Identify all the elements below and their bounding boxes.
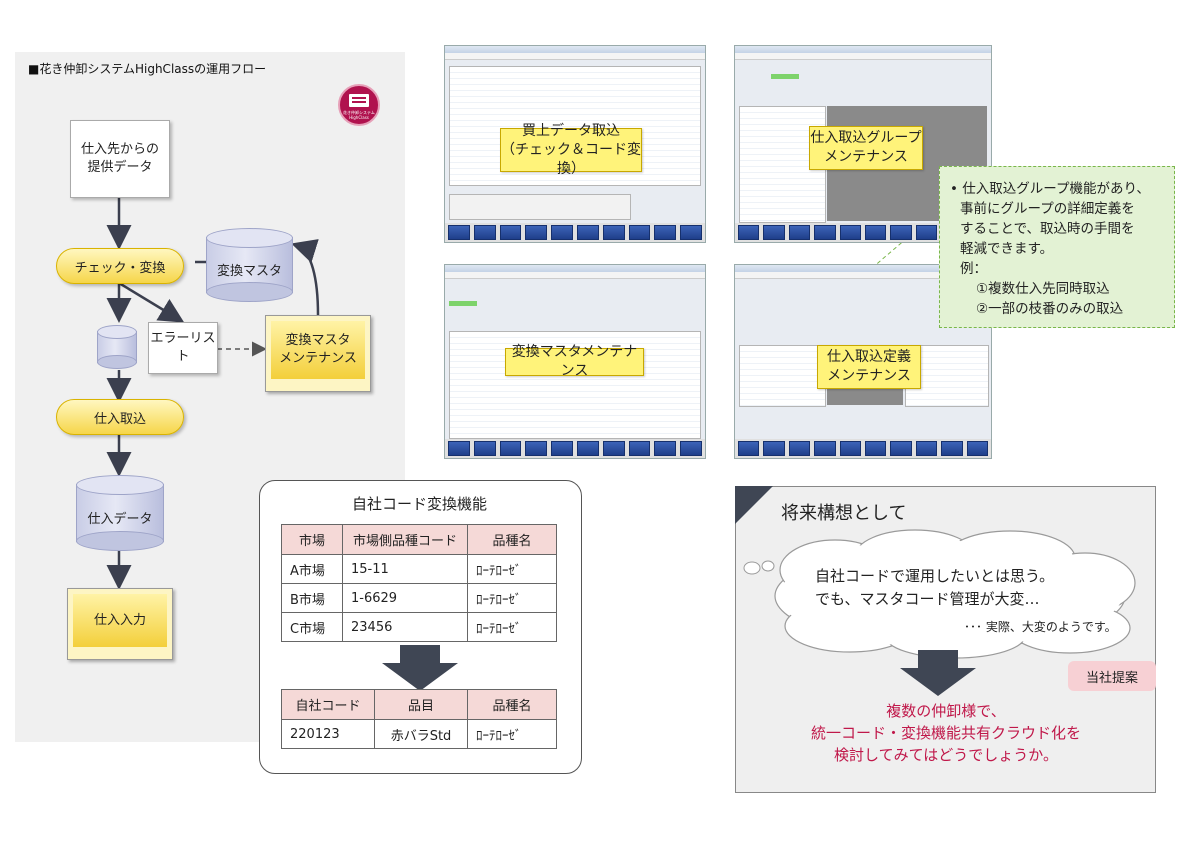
highclass-logo: 花き仲卸システム HighClass bbox=[338, 84, 380, 126]
note-line6: ①複数仕入先同時取込 bbox=[976, 281, 1110, 297]
conversion-master-label: 変換マスタ bbox=[216, 263, 282, 279]
note-line7: ②一部の枝番のみの取込 bbox=[976, 301, 1124, 317]
cell: C市場 bbox=[281, 612, 343, 642]
group-maint-line2: メンテナンス bbox=[824, 149, 908, 165]
table-row: A市場 15-11 ﾛｰﾃﾛｰｾﾞ bbox=[281, 554, 557, 584]
note-line4: 軽減できます。 bbox=[960, 241, 1054, 257]
note-line5: 例： bbox=[960, 261, 987, 277]
cell: ﾛｰﾃﾛｰｾﾞ bbox=[467, 612, 557, 642]
buy-import-callout: 買上データ取込 （チェック＆コード変換） bbox=[500, 123, 642, 177]
code-conversion-title: 自社コード変換機能 bbox=[351, 495, 487, 513]
proposal-line3: 検討してみてはどうでしょうか。 bbox=[834, 746, 1058, 764]
master-maint-line2: メンテナンス bbox=[279, 351, 357, 366]
note-line1: • 仕入取込グループ機能があり、 bbox=[950, 181, 1150, 197]
proposal-line1: 複数の仲卸様で、 bbox=[886, 702, 1006, 720]
market-code-table: 市場 市場側品種コード 品種名 A市場 15-11 ﾛｰﾃﾛｰｾﾞ B市場 1-… bbox=[281, 524, 557, 642]
header-market-code: 市場側品種コード bbox=[342, 524, 468, 555]
supplier-data-line2: 提供データ bbox=[87, 160, 153, 175]
check-convert-step: チェック・変換 bbox=[56, 248, 184, 284]
group-maint-callout: 仕入取込グループメンテナンス bbox=[809, 126, 923, 170]
flow-title: ■花き仲卸システムHighClassの運用フロー bbox=[28, 62, 267, 76]
cell: 15-11 bbox=[342, 554, 468, 584]
error-list-label: エラーリスト bbox=[150, 331, 216, 364]
small-db-icon bbox=[97, 325, 137, 369]
purchase-input-label: 仕入入力 bbox=[93, 612, 146, 628]
cell: 220123 bbox=[281, 719, 375, 749]
cloud-line1: 自社コードで運用したいとは思う。 bbox=[815, 567, 1055, 585]
cell: 23456 bbox=[342, 612, 468, 642]
master-maintenance-screen: 変換マスタメンテナンス bbox=[265, 315, 371, 392]
header-item: 品目 bbox=[374, 689, 468, 720]
cell: 赤バラStd bbox=[374, 719, 468, 749]
purchase-data-label: 仕入データ bbox=[87, 511, 153, 527]
purchase-data-db: 仕入データ bbox=[76, 475, 164, 551]
own-code-table: 自社コード 品目 品種名 220123 赤バラStd ﾛｰﾃﾛｰｾﾞ bbox=[281, 689, 557, 749]
down-arrow-icon bbox=[900, 650, 976, 696]
table-row: 220123 赤バラStd ﾛｰﾃﾛｰｾﾞ bbox=[281, 719, 557, 749]
down-arrow-icon bbox=[382, 645, 458, 691]
supplier-data-line1: 仕入先からの bbox=[80, 142, 159, 157]
buy-import-line2: （チェック＆コード変換） bbox=[501, 141, 641, 177]
proposal-text: 複数の仲卸様で、 統一コード・変換機能共有クラウド化を 検討してみてはどうでしょ… bbox=[776, 700, 1116, 766]
header-own-code: 自社コード bbox=[281, 689, 375, 720]
cloud-line2: でも、マスタコード管理が大変… bbox=[815, 590, 1040, 608]
proposal-line2: 統一コード・変換機能共有クラウド化を bbox=[810, 724, 1081, 742]
header-market: 市場 bbox=[281, 524, 343, 555]
note-line2: 事前にグループの詳細定義を bbox=[960, 201, 1135, 217]
table-row: C市場 23456 ﾛｰﾃﾛｰｾﾞ bbox=[281, 612, 557, 642]
def-maint-line2: メンテナンス bbox=[827, 368, 911, 384]
logo-caption: 花き仲卸システム HighClass bbox=[343, 110, 375, 120]
proposal-badge: 当社提案 bbox=[1068, 661, 1156, 691]
corner-accent bbox=[735, 486, 773, 524]
group-maint-line1: 仕入取込グループ bbox=[810, 130, 922, 146]
conversion-master-db: 変換マスタ bbox=[206, 228, 293, 302]
error-list-doc: エラーリスト bbox=[148, 322, 218, 374]
purchase-import-label: 仕入取込 bbox=[93, 411, 146, 427]
thought-cloud bbox=[743, 529, 1136, 659]
header-variety: 品種名 bbox=[467, 689, 557, 720]
cell: A市場 bbox=[281, 554, 343, 584]
header-variety: 品種名 bbox=[467, 524, 557, 555]
master-maint-callout: 変換マスタメンテナンス bbox=[505, 344, 644, 379]
cell: 1-6629 bbox=[342, 583, 468, 613]
buy-data-import-screenshot bbox=[444, 45, 706, 243]
master-maint-line1: 変換マスタ bbox=[285, 333, 351, 348]
cell: ﾛｰﾃﾛｰｾﾞ bbox=[467, 583, 557, 613]
monitor-icon bbox=[349, 94, 369, 107]
table-row: B市場 1-6629 ﾛｰﾃﾛｰｾﾞ bbox=[281, 583, 557, 613]
purchase-input-screen: 仕入入力 bbox=[67, 588, 173, 660]
def-maint-line1: 仕入取込定義 bbox=[827, 349, 911, 365]
cell: ﾛｰﾃﾛｰｾﾞ bbox=[467, 554, 557, 584]
cloud-text: 自社コードで運用したいとは思う。 でも、マスタコード管理が大変… bbox=[815, 565, 1054, 611]
purchase-import-step: 仕入取込 bbox=[56, 399, 184, 435]
note-line3: することで、取込時の手間を bbox=[960, 221, 1135, 237]
buy-import-line1: 買上データ取込 bbox=[522, 122, 620, 139]
cloud-note: ･･･ 実際、大変のようです。 bbox=[964, 620, 1117, 634]
cell: B市場 bbox=[281, 583, 343, 613]
group-feature-note: • 仕入取込グループ機能があり、 事前にグループの詳細定義を することで、取込時… bbox=[939, 166, 1175, 328]
future-title: 将来構想として bbox=[781, 503, 907, 524]
master-maint-label: 変換マスタメンテナンス bbox=[511, 344, 638, 379]
check-convert-label: チェック・変換 bbox=[74, 260, 166, 276]
def-maint-callout: 仕入取込定義メンテナンス bbox=[817, 345, 921, 389]
supplier-data-doc: 仕入先からの提供データ bbox=[70, 120, 170, 198]
cell: ﾛｰﾃﾛｰｾﾞ bbox=[467, 719, 557, 749]
